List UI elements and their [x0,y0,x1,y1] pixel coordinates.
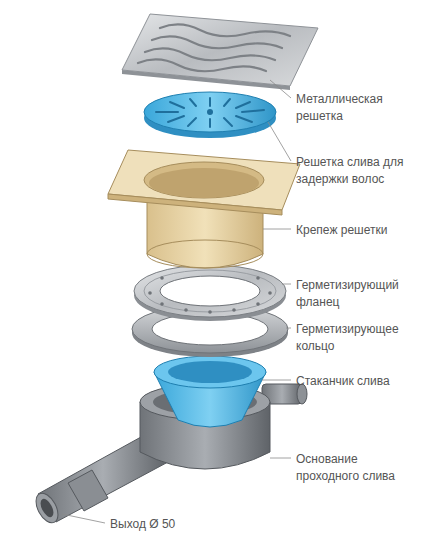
hair-grate [144,92,276,138]
part-label: Металлическая решетка [296,91,420,125]
part-label: Выход Ø 50 [110,516,175,533]
part-label: Крепеж решетки [296,222,420,239]
part-label: Стаканчик слива [296,373,420,390]
metal-grille [122,14,318,90]
leader-line [62,80,291,523]
sealing-flange [134,265,286,321]
part-label: Герметизирующий фланец [296,277,420,311]
part-label: Решетка слива для задержки волос [296,154,420,188]
drain-cup [154,356,266,427]
grille-frame [108,150,300,268]
part-label: Герметизирующее кольцо [296,321,420,355]
part-label: Основание проходного слива [296,451,420,485]
